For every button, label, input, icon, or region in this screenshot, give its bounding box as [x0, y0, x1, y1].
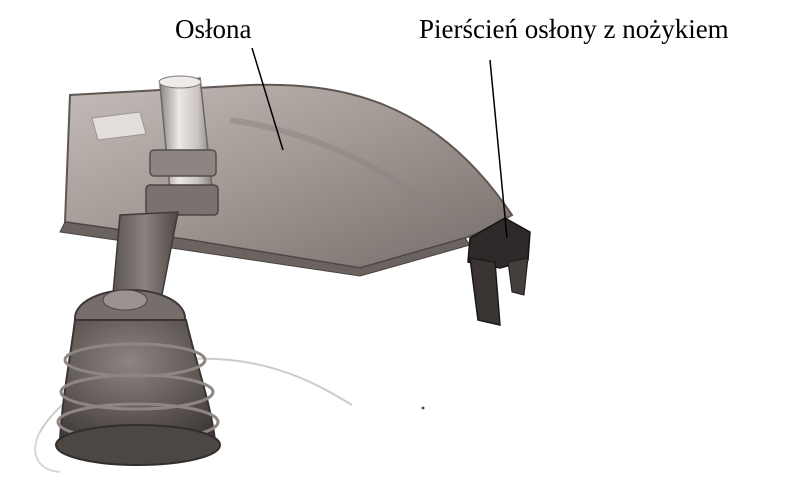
trimmer-head: [56, 290, 220, 465]
shaft-clamp-lower: [146, 185, 218, 215]
label-guard: Osłona: [175, 12, 252, 46]
shaft-clamp: [150, 150, 216, 176]
scan-speck: [422, 407, 425, 410]
cutting-line-loop: [35, 432, 60, 472]
label-guard-ring-knife: Pierścień osłony z nożykiem: [419, 12, 729, 46]
guard-ring-with-knife: [468, 218, 530, 325]
shaft-top: [159, 76, 201, 88]
